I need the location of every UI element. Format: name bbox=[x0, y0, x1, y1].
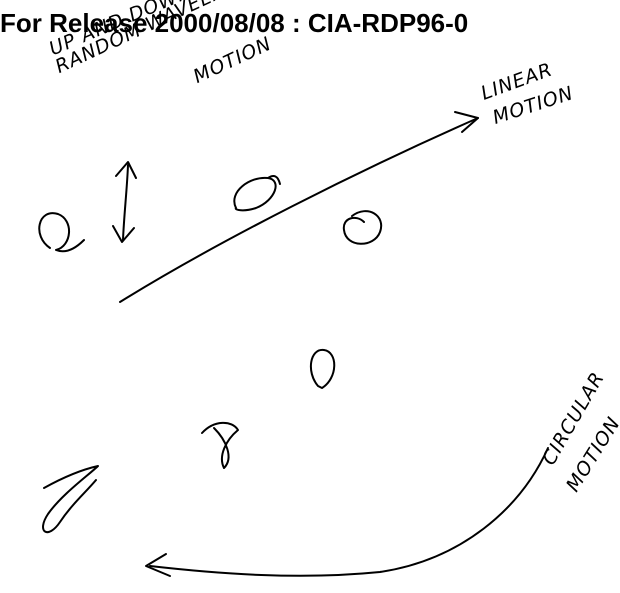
circular-motion-arrow bbox=[149, 447, 549, 577]
circular-gamma-shape bbox=[201, 421, 239, 469]
wavelike-loop-shape bbox=[38, 212, 85, 253]
circular-oval-shape bbox=[309, 348, 336, 389]
up-down-arrow-shaft bbox=[122, 164, 129, 241]
linear-spiral-shape bbox=[342, 210, 383, 245]
linear-arrowhead bbox=[454, 111, 479, 133]
up-arrowhead bbox=[115, 161, 137, 179]
release-header: For Release 2000/08/08 : CIA-RDP96-0 bbox=[0, 8, 469, 38]
linear-motion-arrow bbox=[119, 117, 479, 303]
circular-swirl-shape bbox=[42, 465, 99, 534]
linear-loop-shape-1 bbox=[233, 176, 277, 212]
down-arrowhead bbox=[112, 225, 135, 243]
circular-arrowhead bbox=[145, 553, 171, 577]
linear-loop-tail-1 bbox=[267, 175, 281, 185]
